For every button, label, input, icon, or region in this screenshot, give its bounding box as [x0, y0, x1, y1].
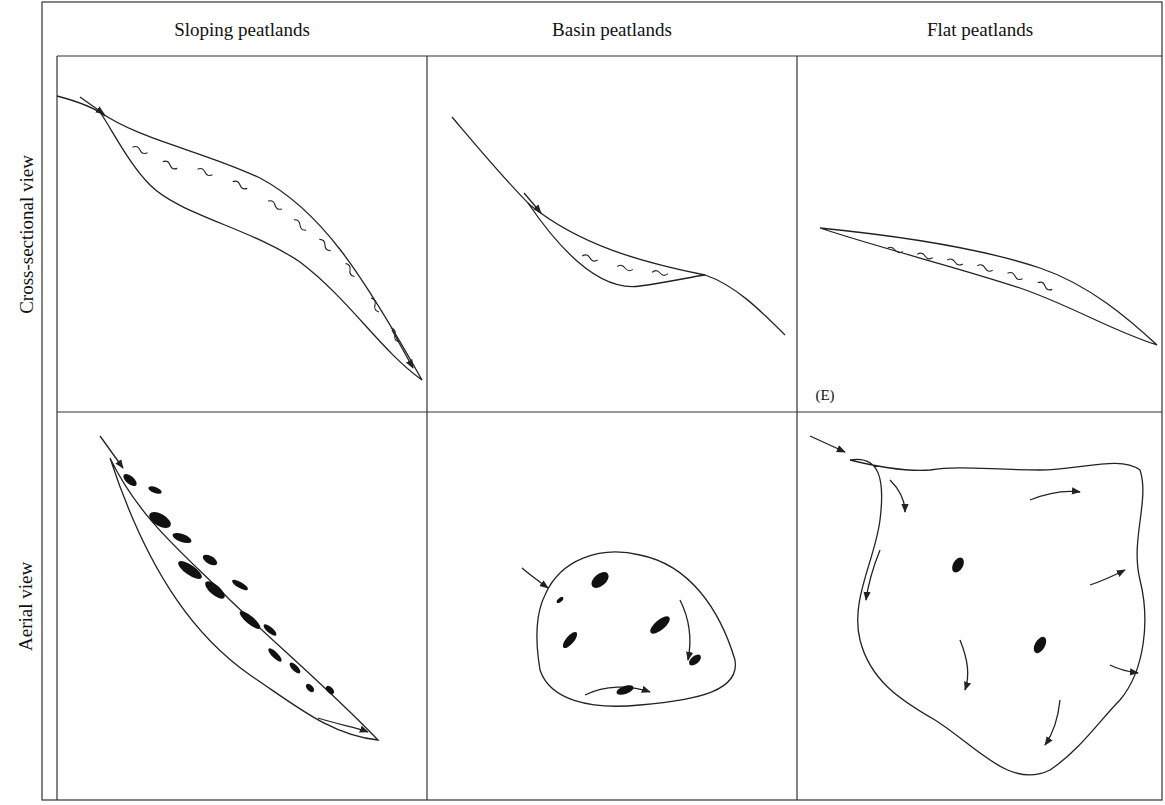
- row-header: Aerial view: [17, 561, 38, 650]
- peat-texture: [132, 145, 1053, 343]
- column-header: Basin peatlands: [552, 20, 672, 41]
- pools: [121, 472, 1049, 697]
- row-header: Cross-sectional view: [17, 155, 38, 314]
- cross-sections: [57, 96, 1157, 380]
- table-grid: [42, 2, 1162, 800]
- panel-letter: (E): [815, 387, 834, 404]
- aerial-views: [100, 436, 1145, 775]
- column-header: Sloping peatlands: [174, 20, 310, 41]
- column-header: Flat peatlands: [927, 20, 1033, 41]
